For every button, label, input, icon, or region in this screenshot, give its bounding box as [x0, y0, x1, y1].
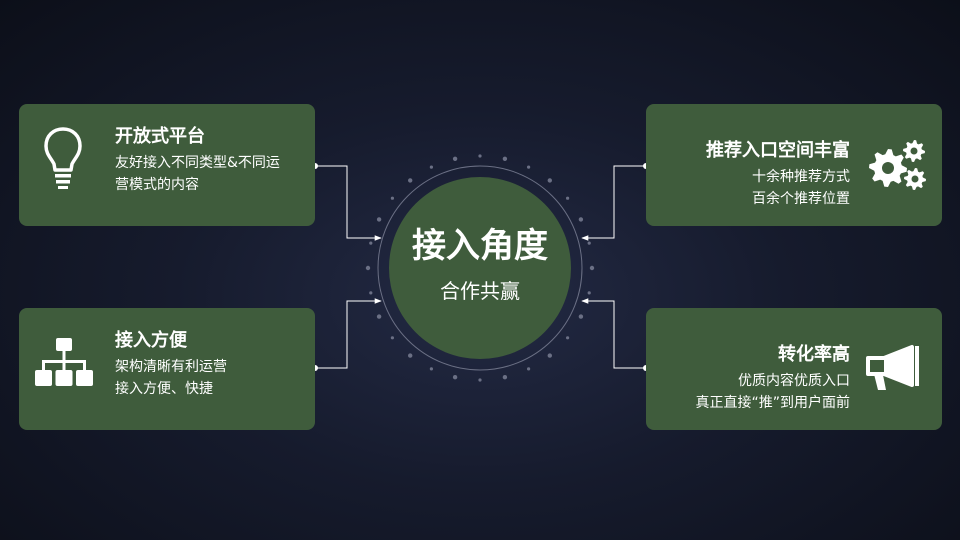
card-title: 转化率高 [778, 344, 850, 365]
connector-top-left [315, 165, 382, 241]
ring-dot [589, 265, 595, 271]
ring-dot [369, 291, 373, 295]
ring-dot [408, 178, 413, 183]
org-chart-icon [35, 338, 93, 386]
ring-dot [452, 375, 458, 380]
center-circle [389, 177, 571, 359]
ring-dot [547, 178, 552, 183]
ring-dot [587, 241, 591, 245]
card-high-conversion: 转化率高 优质内容优质入口 真正直接“推”到用户面前 [646, 308, 942, 430]
card-recommend-space: 推荐入口空间丰富 十余种推荐方式 百余个推荐位置 [646, 104, 942, 226]
connector-bottom-left [315, 298, 382, 369]
ring-dot [587, 291, 591, 295]
ring-dot [527, 367, 531, 371]
center-subtitle: 合作共赢 [440, 279, 520, 303]
ring-dot [578, 217, 584, 222]
ring-dot [408, 353, 413, 358]
ring-dot [369, 241, 373, 245]
ring-dot [478, 154, 482, 158]
ring-dot [502, 156, 508, 161]
ring-dots [365, 154, 595, 382]
card-description: 优质内容优质入口 真正直接“推”到用户面前 [695, 373, 850, 411]
megaphone-icon [866, 345, 919, 390]
ring-dot [547, 353, 552, 358]
outer-ring [377, 165, 583, 371]
card-title: 接入方便 [115, 330, 187, 351]
ring-dot [478, 378, 482, 382]
ring-dot [452, 156, 458, 161]
ring-dot [390, 196, 394, 200]
center-title: 接入角度 [412, 226, 548, 266]
ring-dot [566, 196, 570, 200]
card-title: 开放式平台 [115, 126, 205, 147]
card-easy-access: 接入方便 架构清晰有利运营 接入方便、快捷 [19, 308, 315, 430]
lightbulb-icon [44, 127, 82, 189]
connector-top-right [581, 165, 646, 241]
ring-dot [566, 336, 570, 340]
ring-dot [578, 314, 584, 319]
card-description: 架构清晰有利运营 接入方便、快捷 [115, 359, 227, 397]
ring-dot [429, 165, 433, 169]
ring-dot [376, 314, 382, 319]
ring-dot [390, 336, 394, 340]
ring-dot [365, 265, 371, 271]
ring-dot [502, 375, 508, 380]
card-description: 友好接入不同类型&不同运 营模式的内容 [115, 155, 280, 193]
card-description: 十余种推荐方式 百余个推荐位置 [752, 169, 850, 207]
card-open-platform: 开放式平台 友好接入不同类型&不同运 营模式的内容 [19, 104, 315, 226]
ring-dot [527, 165, 531, 169]
connector-bottom-right [581, 298, 646, 369]
gears-icon [869, 140, 926, 190]
card-title: 推荐入口空间丰富 [706, 140, 850, 161]
ring-dot [429, 367, 433, 371]
ring-dot [376, 217, 382, 222]
